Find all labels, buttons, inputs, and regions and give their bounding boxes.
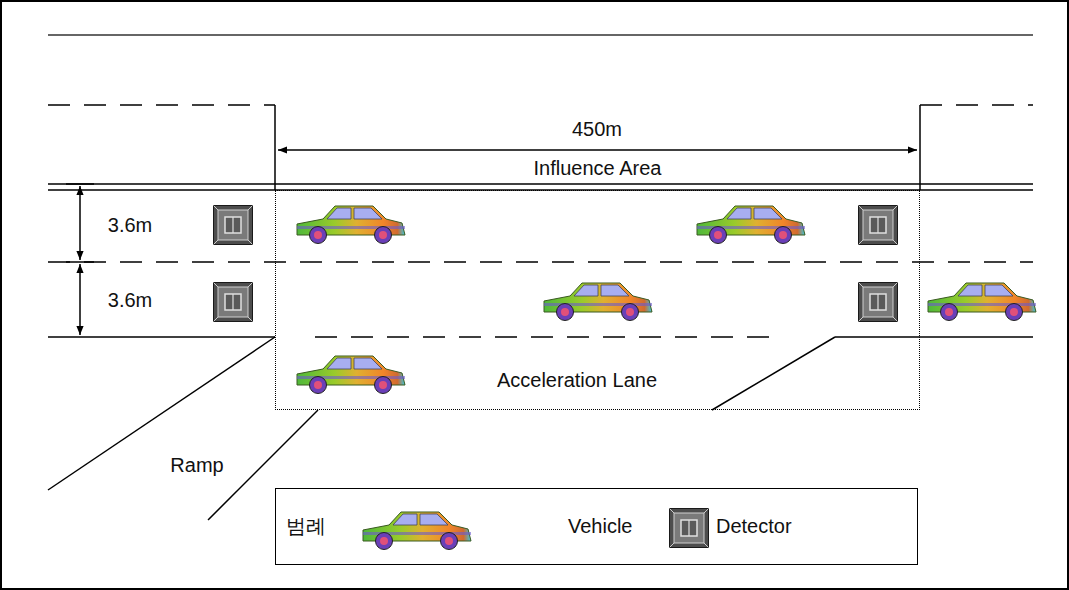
ramp-label: Ramp — [170, 454, 223, 477]
lane-label: Acceleration Lane — [497, 369, 657, 392]
detector-symbol — [859, 206, 898, 245]
legend-title: 범례 — [286, 515, 326, 538]
detector-symbol — [214, 283, 253, 322]
legend-box: 범례 Vehicle Detector — [275, 488, 918, 565]
vehicles — [297, 206, 1036, 394]
vehicle-icon — [297, 356, 405, 394]
legend-text: Detector — [716, 515, 792, 538]
vehicle-icon — [697, 206, 805, 244]
dimension-lines — [66, 150, 917, 335]
detector-symbol — [859, 283, 898, 322]
vehicle-icon — [359, 506, 474, 551]
detector-symbol — [214, 206, 253, 245]
dimension-label: 450m — [572, 118, 622, 141]
vehicle-icon — [928, 283, 1036, 321]
area-heading: Influence Area — [534, 157, 662, 180]
dimension-label: 3.6m — [108, 289, 152, 312]
dimension-label: 3.6m — [108, 214, 152, 237]
detectors — [214, 206, 898, 322]
road-lines — [48, 35, 1033, 520]
vehicle-icon — [544, 283, 652, 321]
detector-symbol — [669, 508, 709, 548]
legend-text: Vehicle — [568, 515, 633, 538]
vehicle-icon — [297, 206, 405, 244]
